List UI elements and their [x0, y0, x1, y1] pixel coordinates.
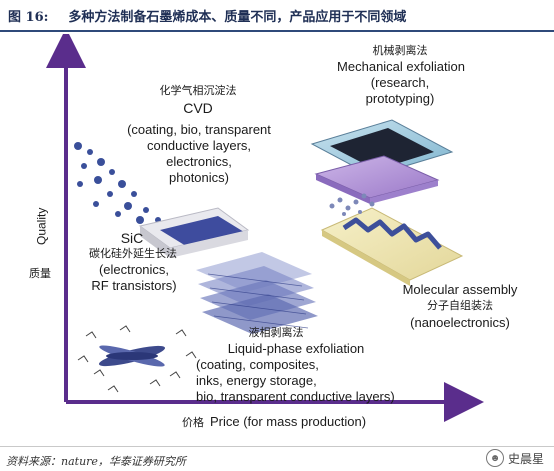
liquid-uses-line: bio, transparent conductive layers)	[196, 388, 395, 404]
figure-title-bar: 图 16: 多种方法制备石墨烯成本、质量不同，产品应用于不同领域	[0, 0, 554, 32]
y-axis-label: Quality	[34, 207, 49, 245]
molecular-label-zh: 分子自组装法	[427, 299, 493, 312]
liquid-uses: (coating, composites, inks, energy stora…	[196, 357, 444, 405]
y-axis-label-zh: 质量	[29, 267, 51, 280]
mechanical-exfoliation-icon	[310, 119, 454, 204]
diagram: Quality 质量 价格 Price (for mass production…	[0, 34, 554, 446]
mechanical-label: Mechanical exfoliation	[337, 59, 465, 74]
cvd-uses-line: electronics,	[166, 153, 232, 169]
liquid-uses-line: inks, energy storage,	[196, 372, 317, 388]
mechanical-uses-line: (research,	[370, 75, 430, 90]
cvd-uses: (coating, bio, transparent conductive la…	[94, 122, 304, 185]
x-axis-label-zh: 价格	[181, 416, 204, 429]
molecular-uses: (nanoelectronics)	[410, 315, 510, 330]
molecular-label: Molecular assembly	[402, 282, 518, 297]
figure-title: 多种方法制备石墨烯成本、质量不同，产品应用于不同领域	[68, 9, 407, 25]
sic-uses: (electronics, RF transistors)	[72, 262, 196, 294]
footer: 资料来源：nature，华泰证券研究所 ☻ 史晨星	[0, 446, 554, 471]
mechanical-label-zh: 机械剥离法	[372, 44, 428, 57]
sic-label: SiC	[120, 230, 144, 246]
mechanical-uses: (research, prototyping)	[330, 75, 470, 107]
liquid-label: Liquid-phase exfoliation	[227, 341, 365, 356]
diagram-graphics	[46, 34, 484, 422]
cvd-uses-line: conductive layers,	[146, 137, 252, 153]
source-note: 资料来源：nature，华泰证券研究所	[6, 455, 186, 468]
figure-number: 图 16:	[8, 9, 49, 25]
x-axis-label: 价格 Price (for mass production)	[144, 414, 404, 430]
sic-uses-line: (electronics,	[98, 262, 170, 277]
sic-uses-line: RF transistors)	[91, 277, 177, 293]
sic-label-zh: 碳化硅外延生长法	[89, 247, 177, 260]
liquid-label-zh: 液相剥离法	[248, 326, 304, 339]
watermark: ☻ 史晨星	[485, 449, 544, 467]
cvd-label: CVD	[183, 100, 213, 116]
dispersion-icon	[77, 325, 197, 393]
graphene-flakes-icon	[196, 252, 318, 334]
cvd-substrate-icon	[138, 207, 250, 258]
cvd-uses-line: photonics)	[169, 169, 229, 185]
liquid-uses-line: (coating, composites,	[196, 357, 319, 372]
watermark-text: 史晨星	[507, 451, 544, 466]
mechanical-uses-line: prototyping)	[365, 90, 435, 106]
x-axis-label-en: Price (for mass production)	[209, 414, 367, 429]
cvd-uses-line: (coating, bio, transparent	[127, 122, 271, 137]
cvd-label-zh: 化学气相沉淀法	[159, 84, 237, 97]
wechat-icon: ☻	[485, 449, 504, 467]
molecular-assembly-icon	[320, 193, 464, 286]
